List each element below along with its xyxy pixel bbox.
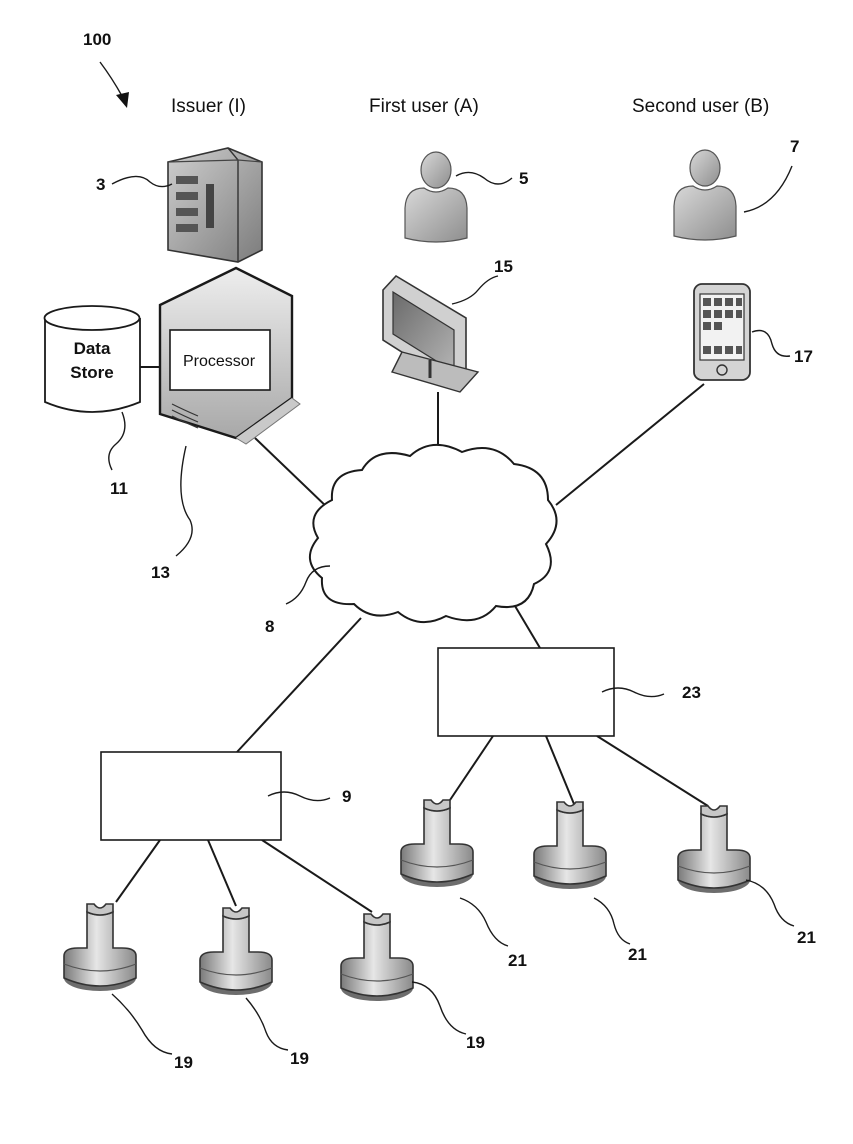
ref-node-right: 23	[682, 683, 701, 702]
reader-terminal-left-2	[200, 908, 272, 995]
server-icon	[168, 148, 262, 262]
processor-label: Processor	[183, 353, 256, 370]
processor-unit: Processor	[160, 268, 300, 444]
leader-phone	[752, 331, 790, 357]
reader-terminal-right-1	[401, 800, 473, 887]
first-user-icon	[405, 152, 467, 242]
header-second-user: Second user (B)	[632, 96, 769, 117]
leader-first-user	[456, 172, 512, 184]
figure-ref: 100	[83, 30, 111, 49]
link-node-right-reader-1	[450, 736, 493, 800]
ref-second-user: 7	[790, 137, 799, 156]
ref-reader-left-1: 19	[174, 1053, 193, 1072]
data-store-label-line2: Store	[70, 363, 113, 382]
ref-reader-right-3: 21	[797, 928, 816, 947]
node-box-left	[101, 752, 281, 840]
figure-ref-arrowhead	[116, 92, 129, 108]
phone-icon	[694, 284, 750, 380]
reader-terminal-right-3	[678, 806, 750, 893]
link-network-node-left	[237, 618, 361, 752]
reader-terminal-left-3	[341, 914, 413, 1001]
second-user-icon	[674, 150, 736, 240]
link-phone-network	[556, 384, 704, 505]
leader-reader-left-1	[112, 994, 172, 1054]
leader-second-user	[744, 166, 792, 212]
network-cloud	[310, 445, 557, 622]
link-network-node-right	[515, 606, 540, 648]
link-node-right-reader-2	[546, 736, 574, 804]
link-processor-network	[255, 438, 330, 510]
leader-processor	[176, 446, 192, 556]
leader-reader-left-3	[412, 982, 466, 1034]
header-first-user: First user (A)	[369, 96, 479, 117]
header-issuer: Issuer (I)	[171, 96, 246, 117]
link-node-left-reader-3	[262, 840, 372, 912]
ref-reader-right-2: 21	[628, 945, 647, 964]
data-store-cylinder: Data Store	[45, 306, 141, 412]
ref-first-user: 5	[519, 169, 528, 188]
ref-reader-right-1: 21	[508, 951, 527, 970]
reader-terminal-right-2	[534, 802, 606, 889]
reader-terminal-left-1	[64, 904, 136, 991]
ref-reader-left-2: 19	[290, 1049, 309, 1068]
ref-data-store: 11	[110, 479, 128, 498]
leader-reader-right-3	[746, 880, 794, 926]
link-node-right-reader-3	[597, 736, 708, 806]
figure-ref-arrow	[100, 62, 122, 96]
ref-monitor: 15	[494, 257, 513, 276]
ref-reader-left-3: 19	[466, 1033, 485, 1052]
link-node-left-reader-2	[208, 840, 236, 906]
ref-node-left: 9	[342, 787, 351, 806]
link-node-left-reader-1	[116, 840, 160, 902]
leader-reader-right-2	[594, 898, 630, 944]
ref-server: 3	[96, 175, 105, 194]
ref-phone: 17	[794, 347, 813, 366]
leader-reader-right-1	[460, 898, 508, 946]
leader-data-store	[109, 412, 125, 470]
monitor-icon	[383, 276, 478, 392]
leader-server	[112, 176, 172, 186]
node-box-right	[438, 648, 614, 736]
ref-processor: 13	[151, 563, 170, 582]
leader-reader-left-2	[246, 998, 288, 1050]
ref-network: 8	[265, 617, 274, 636]
data-store-label-line1: Data	[74, 339, 111, 358]
leader-monitor	[452, 276, 498, 304]
